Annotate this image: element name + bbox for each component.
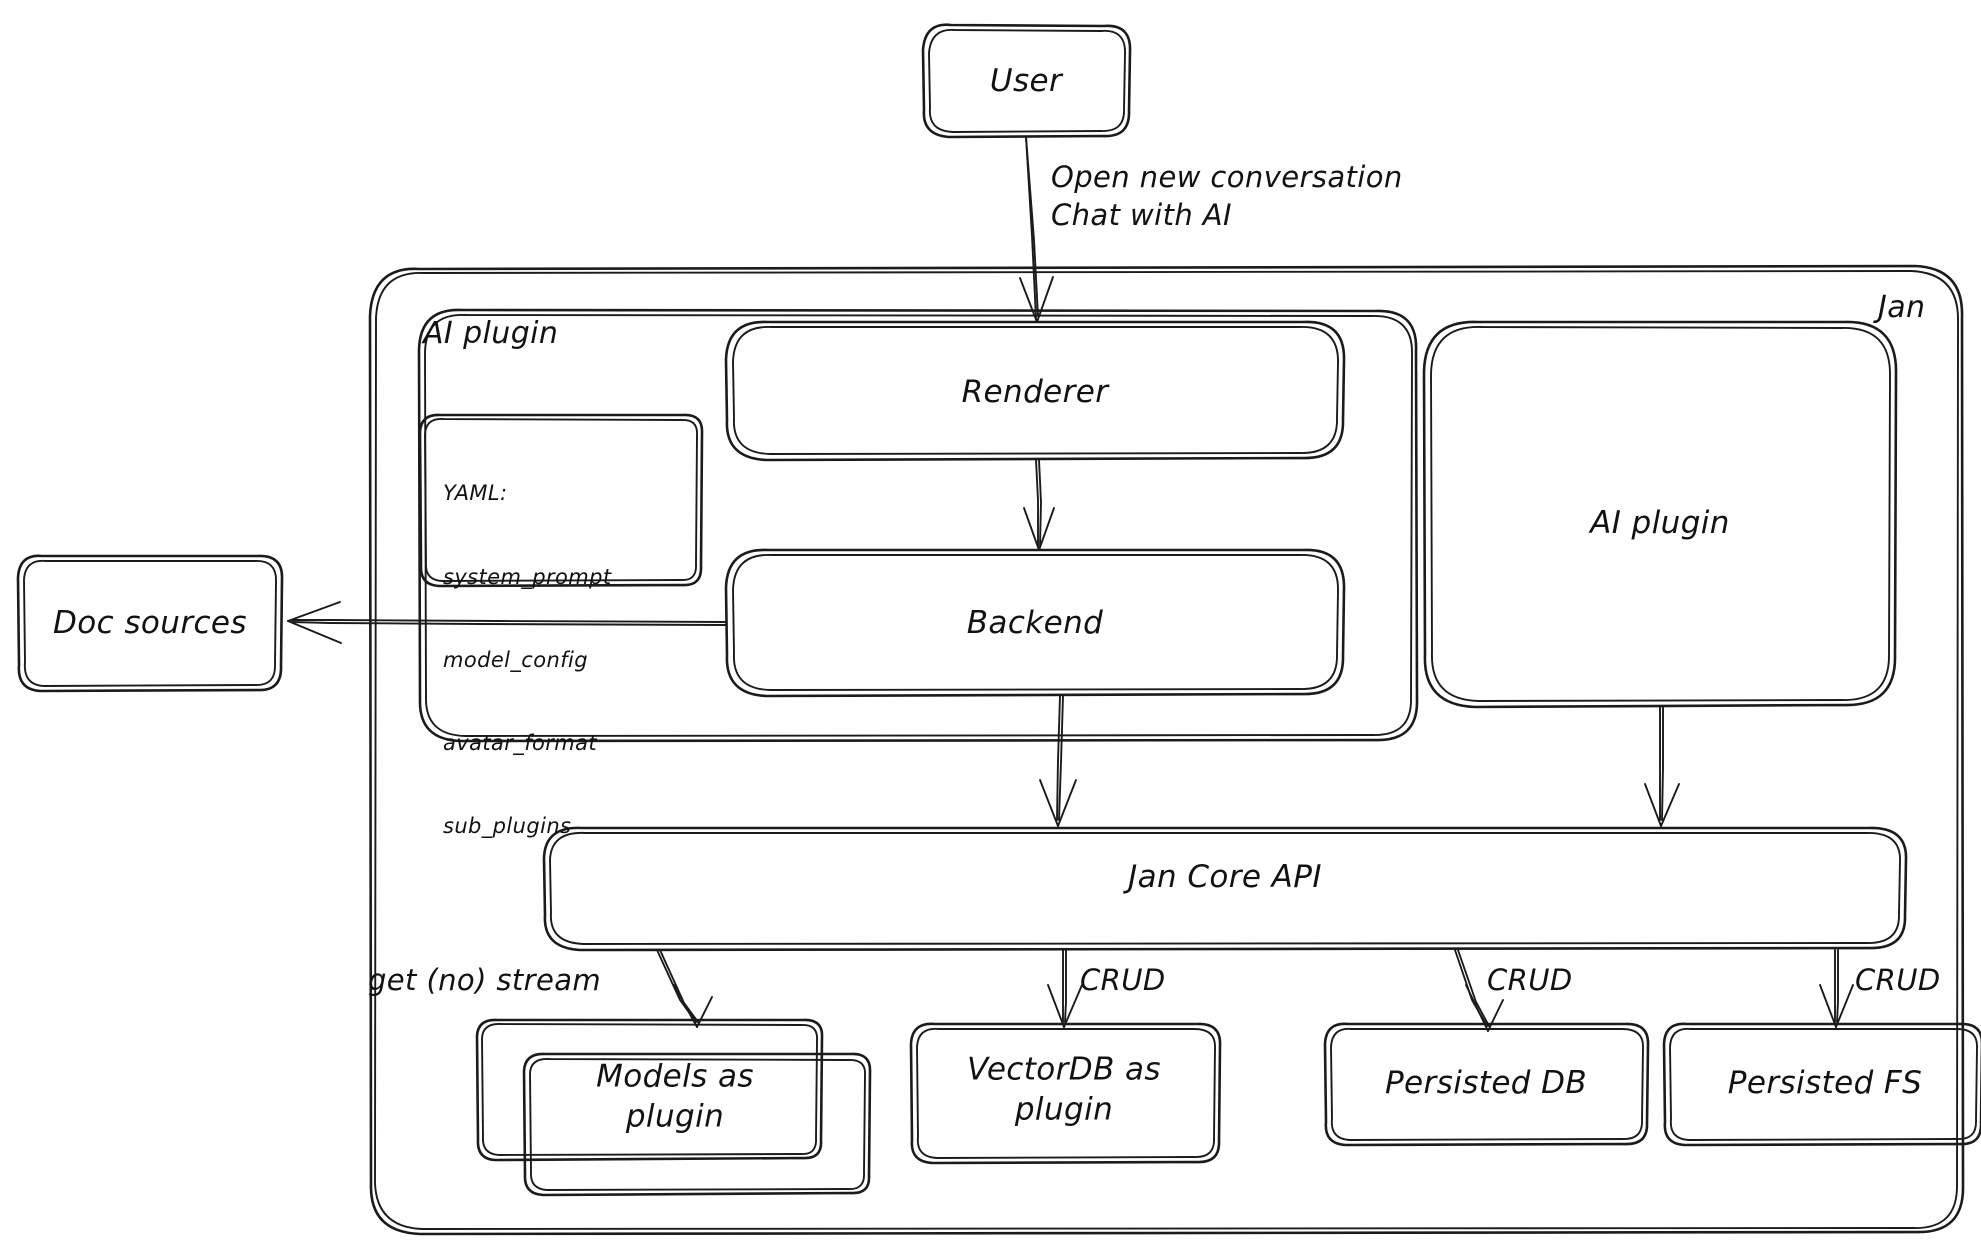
edge-ai-plugin-to-core-api [1644,706,1680,827]
node-user-label: User [989,63,1063,99]
note-yaml: YAML: system_prompt model_config avatar_… [443,425,611,896]
edge-core-api-to-persisted-db-label: CRUD [1487,963,1573,997]
node-vectordb-as-plugin-label: VectorDB as plugin [967,1051,1161,1128]
node-doc-sources-label: Doc sources [53,605,247,641]
note-yaml-border [418,413,704,588]
note-yaml-header: YAML: [443,481,508,506]
node-ai-plugin-border [1422,320,1898,709]
node-doc-sources-border [16,554,284,693]
group-jan-label: Jan [1878,290,1926,325]
group-jan-border [368,264,1965,1236]
node-renderer-border [724,320,1346,462]
node-persisted-db-label: Persisted DB [1384,1065,1588,1101]
node-models-as-plugin-border [475,1018,872,1197]
node-persisted-fs-label: Persisted FS [1727,1065,1923,1101]
node-jan-core-api-label: Jan Core API [1128,859,1322,895]
note-yaml-key-1: model_config [443,647,588,672]
node-vectordb-as-plugin-border [909,1022,1222,1165]
edge-core-api-to-persisted-db [1454,949,1504,1032]
node-models-as-plugin-label: Models as plugin [596,1058,754,1135]
node-user-border [921,23,1132,139]
group-ai-plugin-label: AI plugin [423,316,559,351]
edge-core-api-to-vectordb-label: CRUD [1080,963,1166,997]
node-backend-border [724,548,1346,698]
edge-core-api-to-models-label: get (no) stream [368,963,602,997]
node-renderer-label: Renderer [961,374,1109,410]
note-yaml-key-2: avatar_format [443,730,598,755]
note-yaml-key-3: sub_plugins [443,814,572,839]
node-ai-plugin-label: AI plugin [1590,505,1730,541]
edge-backend-to-doc-sources [287,601,727,644]
node-persisted-fs-border [1662,1022,1981,1147]
edge-core-api-to-vectordb [1047,949,1083,1028]
edge-core-api-to-persisted-fs [1819,949,1854,1028]
edge-backend-to-core-api [1039,695,1077,827]
node-persisted-db-border [1323,1022,1650,1147]
note-yaml-key-0: system_prompt [443,564,612,589]
node-backend-label: Backend [966,605,1104,641]
edge-core-api-to-persisted-fs-label: CRUD [1855,963,1941,997]
edge-core-api-to-models [656,949,713,1028]
edge-user-to-renderer [1019,136,1054,323]
edge-renderer-to-backend [1023,459,1055,551]
group-ai-plugin-border [417,308,1419,743]
node-jan-core-api-border [542,826,1908,952]
edge-user-to-renderer-label: Open new conversation Chat with AI [1051,160,1403,232]
